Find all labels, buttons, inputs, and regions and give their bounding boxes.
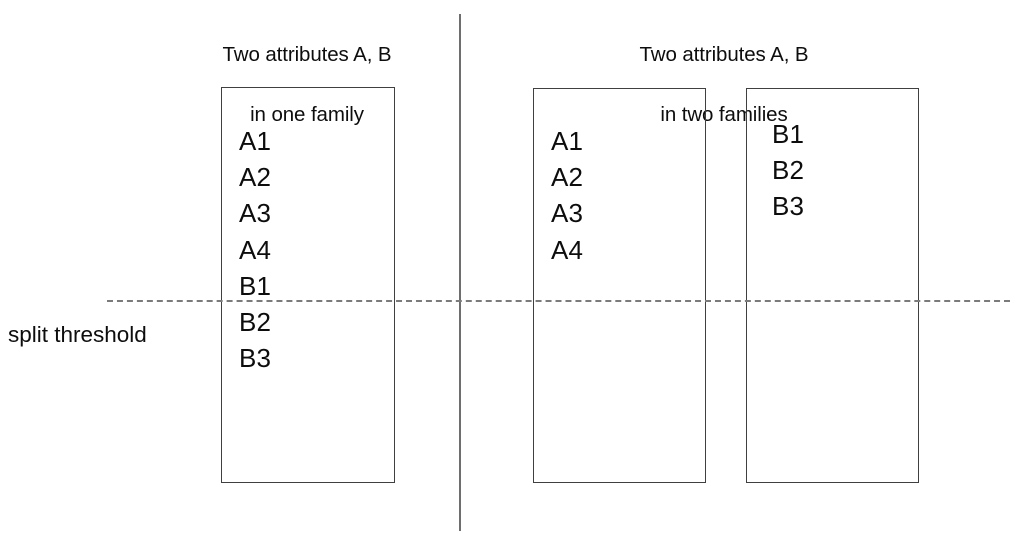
attribute-item: A2 [239,162,272,193]
family-box-b-items: B1 B2 B3 [772,116,804,225]
left-panel-title-line-2: in one family [250,103,364,126]
attribute-item: A1 [551,126,584,156]
attribute-item: A3 [551,198,584,229]
attribute-item: A4 [239,234,272,265]
attribute-item: A3 [239,198,272,229]
left-panel-title-line-1: Two attributes A, B [222,43,392,66]
family-box-combined-items: A1 A2 A3 A4 B1 B2 B3 [239,123,271,376]
attribute-item: B2 [772,155,805,186]
family-box-b [746,88,919,483]
panel-divider-line [459,14,461,531]
split-threshold-label: split threshold [8,322,147,347]
attribute-item: B3 [772,191,805,222]
family-box-a-items: A1 A2 A3 A4 [551,123,583,268]
split-threshold-line [107,300,1010,302]
attribute-item: B1 [239,270,272,301]
attribute-item: A4 [551,234,584,265]
left-panel-title: Two attributes A, B in one family [181,10,433,160]
attribute-item: A2 [551,162,584,193]
attribute-item: A1 [239,126,272,156]
attribute-item: B3 [239,343,272,374]
attribute-item: B1 [772,119,805,149]
attribute-item: B2 [239,306,272,337]
family-box-a [533,88,706,483]
family-box-combined [221,87,395,483]
right-panel-title-line-1: Two attributes A, B [639,43,809,66]
